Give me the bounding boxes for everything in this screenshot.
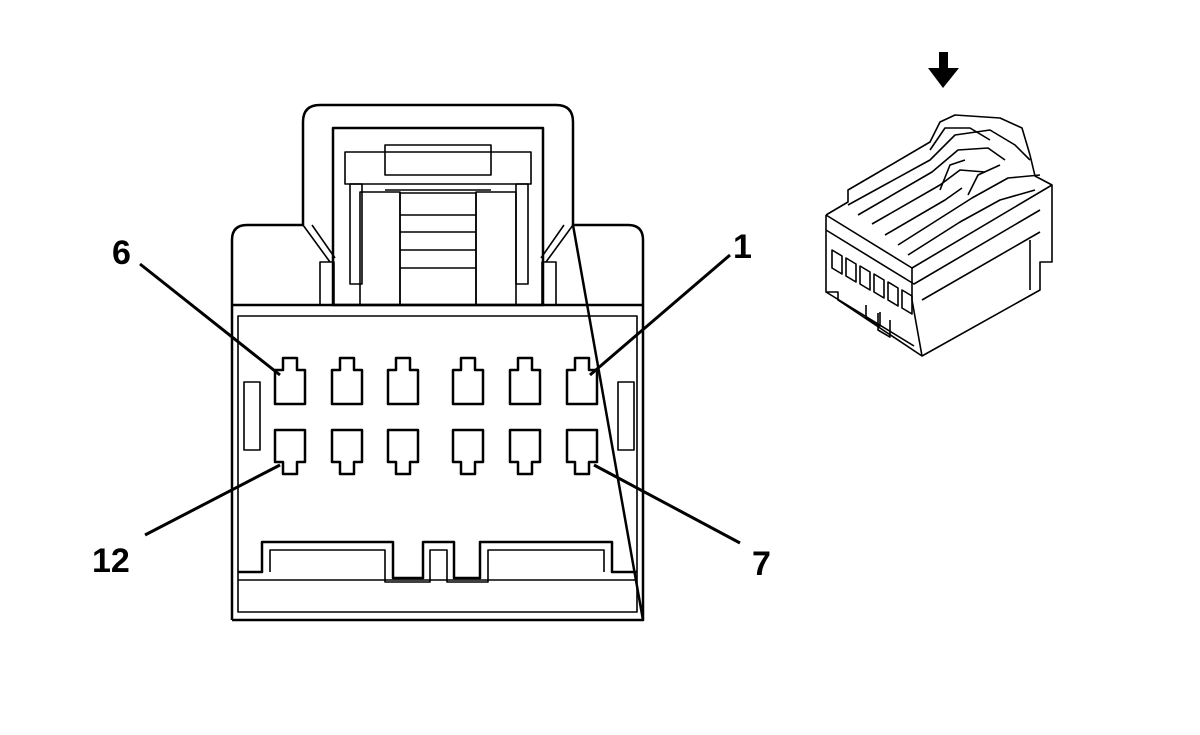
pin-cavity: [451, 356, 485, 406]
connector-isometric-view: [825, 52, 1053, 357]
pin-cavity: [330, 356, 364, 406]
connector-face-view: 6 1 12 7: [92, 103, 771, 622]
bottom-row-cavities: [273, 428, 599, 476]
top-row-cavities: [273, 356, 599, 406]
leader-line-pin-7: [593, 463, 741, 545]
pin-cavity: [451, 428, 485, 476]
pin-cavity: [386, 356, 420, 406]
leader-line-pin-12: [144, 463, 281, 537]
latch-frame: [331, 126, 545, 307]
pin-cavity: [508, 356, 542, 406]
iso-terminal-row: [831, 249, 913, 315]
pin-cavity: [273, 356, 307, 406]
side-key-right: [617, 381, 635, 451]
pin-label-7: 7: [752, 545, 771, 583]
pin-cavity: [565, 428, 599, 476]
leader-line-pin-6: [139, 262, 281, 377]
pin-label-12: 12: [92, 542, 130, 580]
pin-label-6: 6: [112, 234, 131, 272]
iso-body: [825, 154, 1053, 357]
pin-cavity: [386, 428, 420, 476]
pin-label-1: 1: [733, 228, 752, 266]
side-key-left: [243, 381, 261, 451]
connector-body: [230, 223, 645, 622]
pin-cavity: [565, 356, 599, 406]
pin-cavity: [330, 428, 364, 476]
leader-line-pin-1: [589, 253, 731, 377]
latch-housing: [301, 103, 575, 225]
down-arrow-icon: [928, 52, 959, 88]
pin-cavity: [508, 428, 542, 476]
pin-cavity: [273, 428, 307, 476]
connector-base: [238, 540, 637, 580]
